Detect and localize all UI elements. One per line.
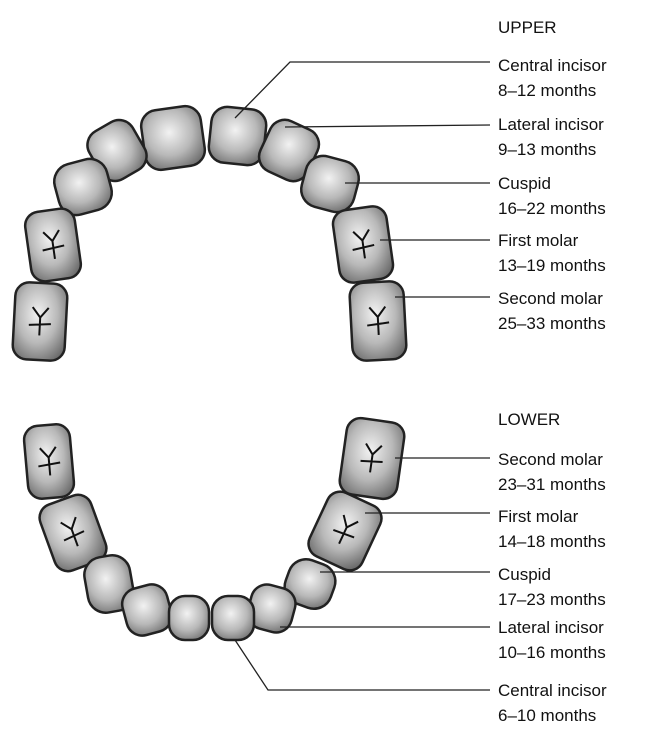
lower-first-molar-label: First molar 14–18 months [498, 504, 606, 554]
tooth-age: 14–18 months [498, 532, 606, 551]
lower-heading: LOWER [498, 410, 561, 429]
lower-first-molar-right-groove [333, 514, 359, 545]
tooth-name: First molar [498, 507, 579, 526]
upper-lateral-incisor-label: Lateral incisor 9–13 months [498, 112, 604, 162]
tooth-age: 23–31 months [498, 475, 606, 494]
upper-second-molar-left-groove [28, 306, 51, 336]
lower-cuspid-left-tooth [83, 554, 135, 614]
upper-second-molar-label: Second molar 25–33 months [498, 286, 606, 336]
lower-lateral-incisor-label: Lateral incisor 10–16 months [498, 615, 606, 665]
tooth-name: Cuspid [498, 174, 551, 193]
leader-line-1 [284, 124, 491, 128]
tooth-name: Second molar [498, 450, 603, 469]
tooth-name: Cuspid [498, 565, 551, 584]
tooth-age: 8–12 months [498, 81, 597, 100]
tooth-name: Central incisor [498, 56, 607, 75]
upper-first-molar-right-groove [352, 229, 375, 259]
tooth-name: Second molar [498, 289, 603, 308]
upper-heading: UPPER [498, 18, 557, 37]
leader-line-0 [234, 61, 490, 119]
lower-first-molar-left-groove [60, 516, 85, 547]
tooth-name: Central incisor [498, 681, 607, 700]
tooth-age: 17–23 months [498, 590, 606, 609]
leader-line-9 [234, 639, 490, 691]
upper-central-incisor-label: Central incisor 8–12 months [498, 53, 607, 103]
upper-first-molar-left-groove [42, 229, 65, 260]
tooth-name: Lateral incisor [498, 618, 604, 637]
tooth-name: First molar [498, 231, 579, 250]
tooth-age: 16–22 months [498, 199, 606, 218]
lower-second-molar-left-groove [38, 446, 61, 476]
upper-central-incisor-left-tooth [139, 104, 207, 172]
tooth-age: 10–16 months [498, 643, 606, 662]
upper-cuspid-left-tooth [52, 157, 114, 217]
lower-cuspid-label: Cuspid 17–23 months [498, 562, 606, 612]
tooth-age: 9–13 months [498, 140, 597, 159]
upper-second-molar-right-groove [367, 306, 390, 336]
lower-central-incisor-left-tooth [167, 594, 211, 642]
upper-cuspid-right-tooth [299, 154, 361, 214]
lower-central-incisor-label: Central incisor 6–10 months [498, 678, 607, 728]
tooth-age: 6–10 months [498, 706, 597, 725]
tooth-age: 13–19 months [498, 256, 606, 275]
lower-lateral-incisor-left-tooth [120, 583, 174, 637]
lower-second-molar-right-groove [360, 443, 383, 473]
tooth-name: Lateral incisor [498, 115, 604, 134]
tooth-age: 25–33 months [498, 314, 606, 333]
lower-central-incisor-right-tooth [210, 594, 256, 642]
lower-second-molar-label: Second molar 23–31 months [498, 447, 606, 497]
upper-first-molar-label: First molar 13–19 months [498, 228, 606, 278]
upper-cuspid-label: Cuspid 16–22 months [498, 171, 606, 221]
